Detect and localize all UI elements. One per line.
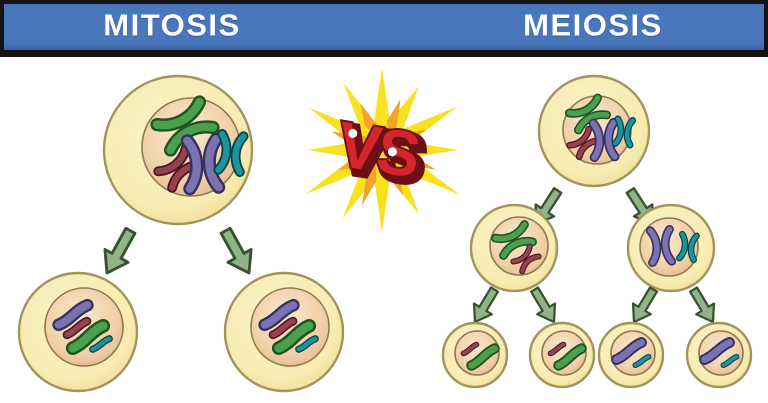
header-bar: MITOSIS MEIOSIS xyxy=(0,0,768,57)
cell-nucleus xyxy=(454,330,500,376)
mitosis-parent-cell xyxy=(102,74,254,226)
meiosis-final-cell-4 xyxy=(685,321,753,389)
chromosome-green xyxy=(491,220,537,260)
meiosis-parent-cell xyxy=(537,74,651,188)
chromosome-purple xyxy=(258,298,300,332)
chromosome-teal xyxy=(611,115,637,149)
chromosome-maroon xyxy=(460,341,480,357)
meiosis-title: MEIOSIS xyxy=(523,7,663,43)
chromosome-green xyxy=(271,318,317,356)
arrow-down-left-icon xyxy=(624,283,664,329)
meiosis-section xyxy=(441,74,753,389)
mitosis-title: MITOSIS xyxy=(103,7,241,43)
chromosome-purple xyxy=(699,337,735,365)
chromosome-purple xyxy=(645,224,677,268)
chromosome-green xyxy=(150,95,220,157)
arrow-down-left-icon xyxy=(465,283,505,329)
vs-highlight-dot xyxy=(387,147,397,157)
chromosome-teal xyxy=(720,353,740,369)
mitosis-daughter-cell-left xyxy=(17,271,139,393)
arrow-down-left-icon xyxy=(93,222,144,281)
chromosome-teal xyxy=(213,129,249,177)
chromosome-teal xyxy=(295,335,319,353)
arrow-down-right-icon xyxy=(683,283,723,329)
chromosome-purple xyxy=(588,117,620,163)
vs-label: VS xyxy=(333,108,424,192)
vs-label-shadow: VS xyxy=(337,112,428,196)
meiosis-final-cell-2 xyxy=(528,321,596,389)
meiosis-final-cell-3 xyxy=(597,321,665,389)
chromosome-maroon xyxy=(510,243,542,275)
vs-highlight-dot xyxy=(348,128,358,138)
starburst-core xyxy=(348,116,418,187)
chromosome-green xyxy=(553,343,587,371)
versus-badge: VS VS xyxy=(305,68,461,232)
chromosome-teal xyxy=(676,230,700,264)
chromosome-purple xyxy=(52,298,94,332)
chromosome-teal xyxy=(632,353,652,369)
arrow-down-right-icon xyxy=(524,283,564,329)
chromosome-maroon xyxy=(268,316,298,340)
chromosome-purple xyxy=(611,337,647,365)
chromosome-maroon xyxy=(62,316,92,340)
chromosome-green xyxy=(65,318,111,356)
chromosome-teal xyxy=(89,335,113,353)
meiosis-final-cell-1 xyxy=(441,321,509,389)
meiosis-intermediate-cell-right xyxy=(626,203,716,293)
arrow-down-right-icon xyxy=(212,222,263,281)
meiosis-intermediate-cell-left xyxy=(469,203,559,293)
mitosis-section xyxy=(17,74,345,393)
cell-nucleus xyxy=(541,330,587,376)
chromosome-green xyxy=(466,343,500,371)
chromosome-purple xyxy=(180,132,226,196)
chromosome-green xyxy=(564,93,612,135)
chromosome-maroon xyxy=(547,341,567,357)
mitosis-daughter-cell-right xyxy=(223,271,345,393)
